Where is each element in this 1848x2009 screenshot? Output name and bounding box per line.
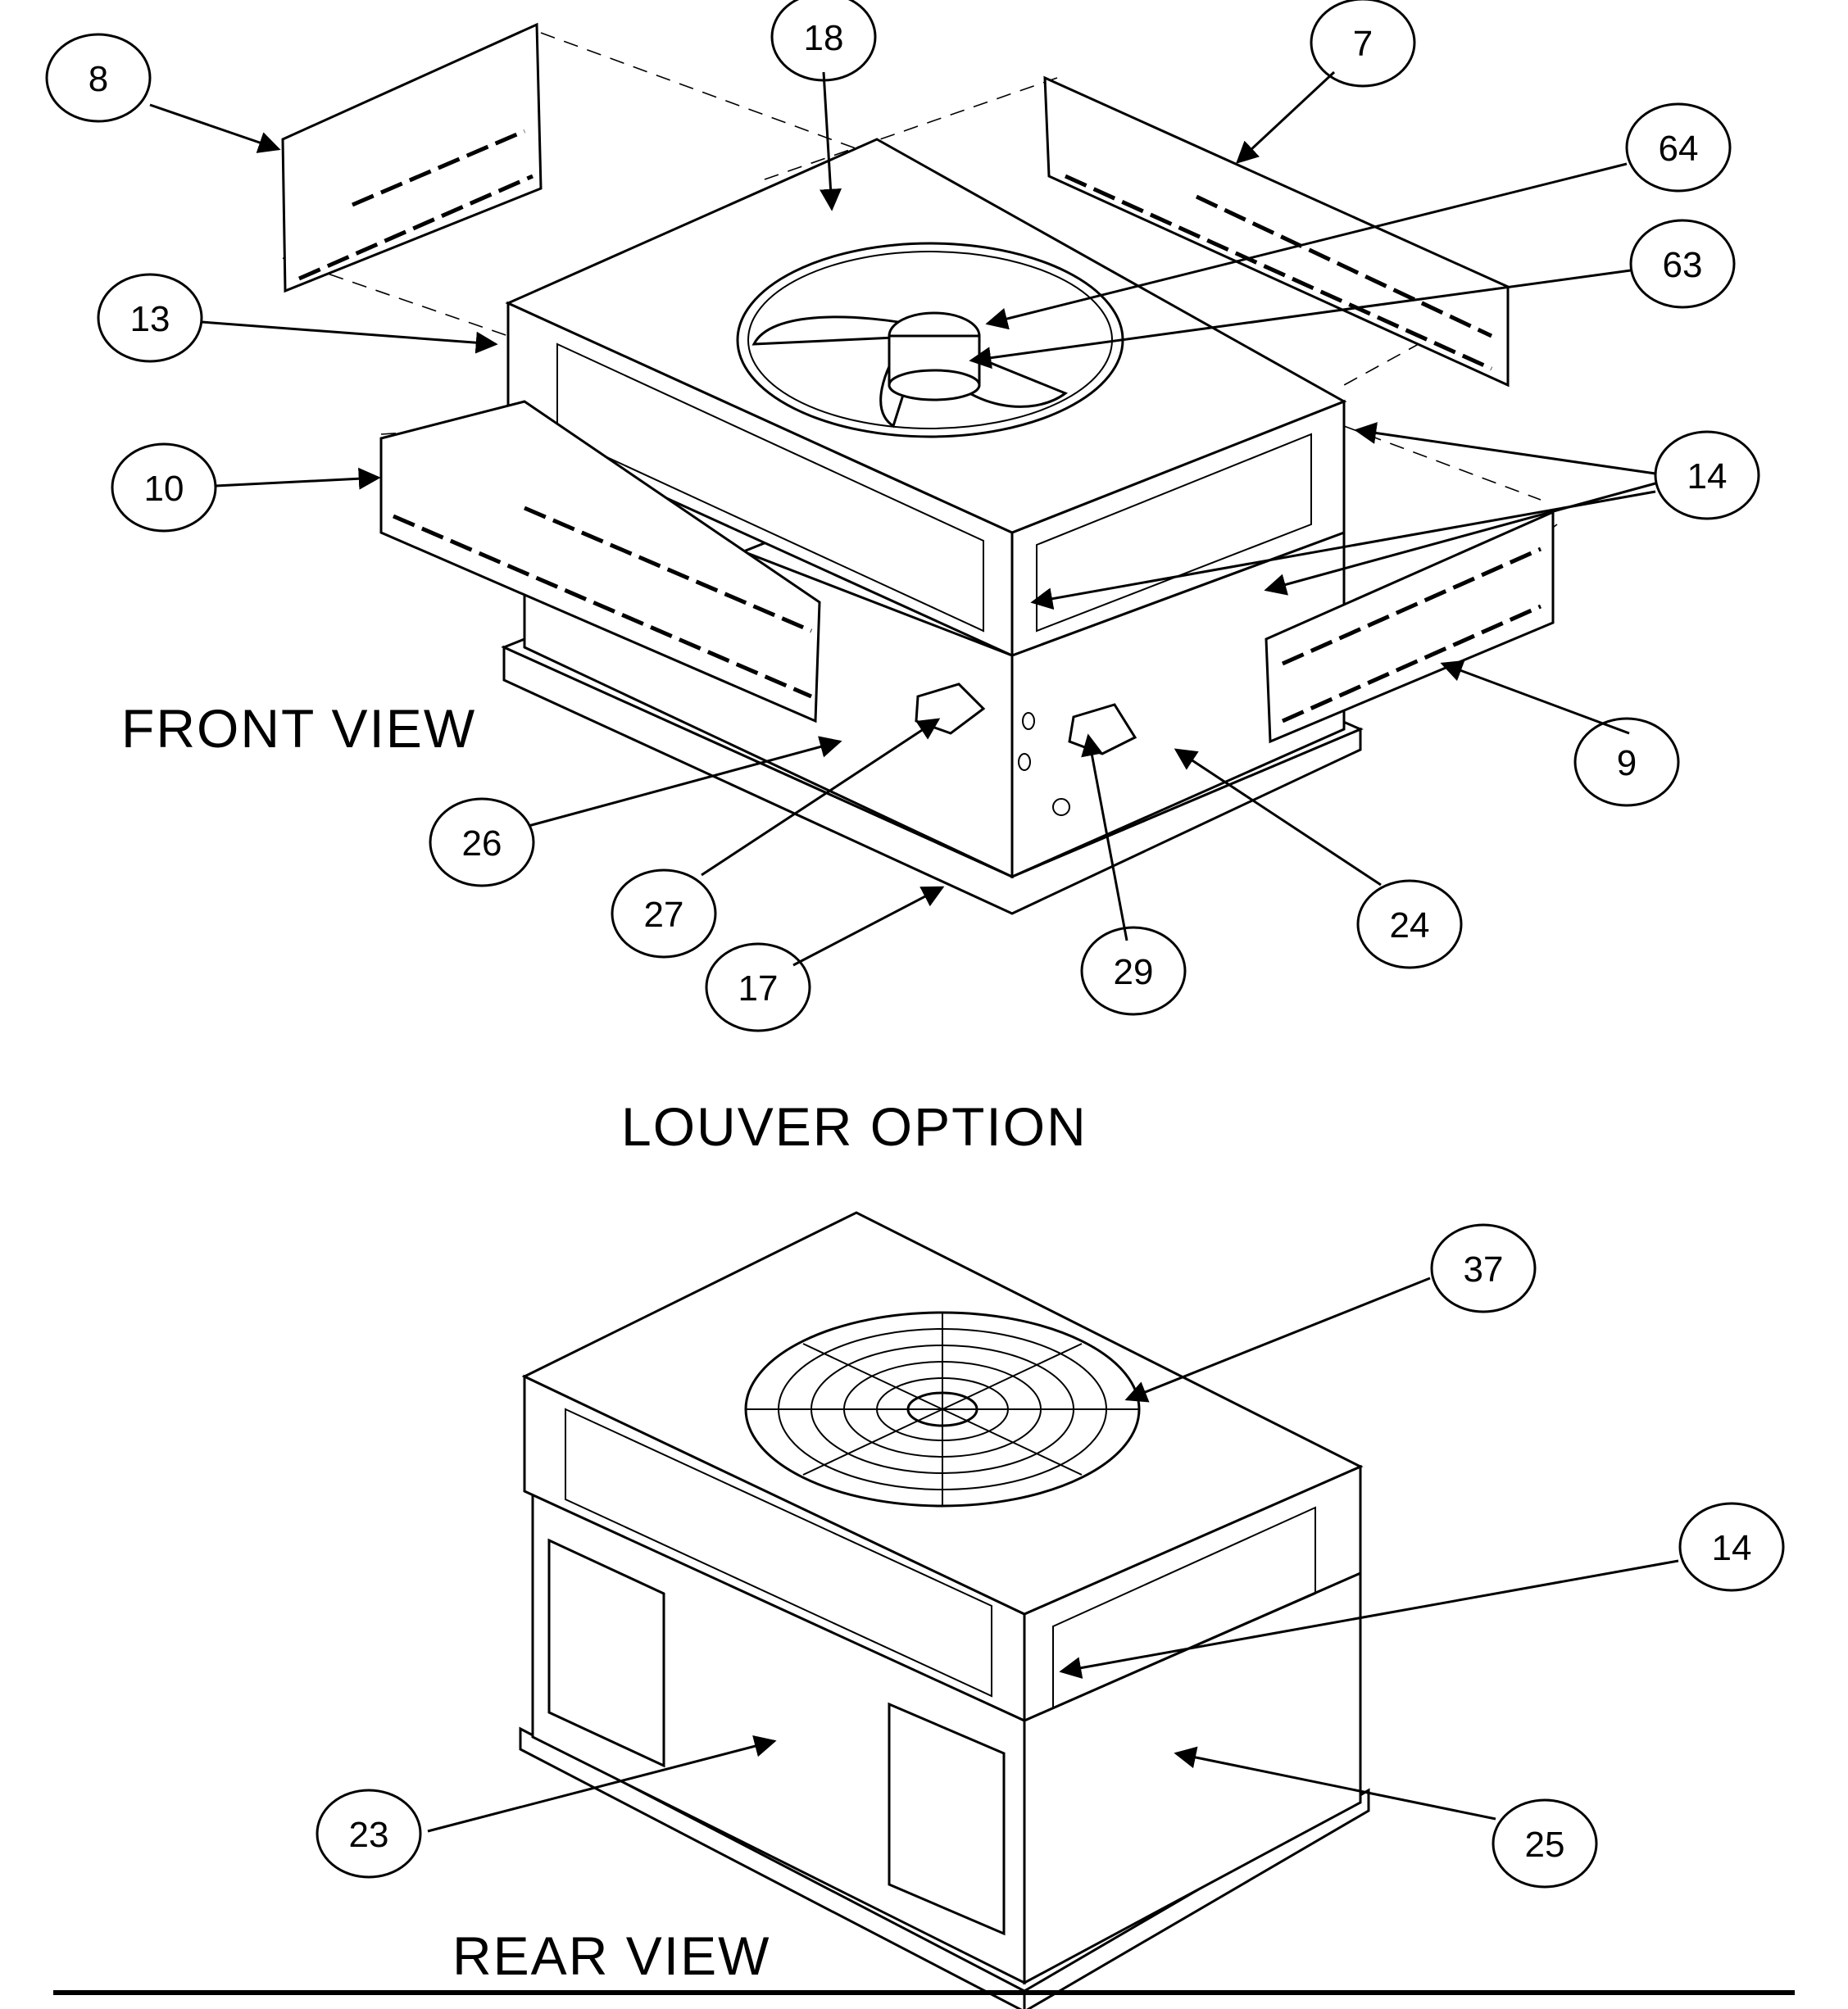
condenser-fan bbox=[736, 242, 1124, 438]
callout-leaders bbox=[149, 70, 1679, 1833]
callout-label: 18 bbox=[804, 18, 844, 58]
callout-24: 24 bbox=[1356, 879, 1463, 969]
plug-27 bbox=[915, 683, 986, 735]
callout-37: 37 bbox=[1430, 1223, 1537, 1313]
callout-14-top: 14 bbox=[1654, 430, 1760, 520]
panel-10 bbox=[379, 400, 821, 723]
plug-29 bbox=[1068, 703, 1137, 755]
callout-label: 17 bbox=[738, 968, 779, 1009]
panel-7 bbox=[1043, 75, 1510, 388]
callout-label: 24 bbox=[1390, 905, 1430, 946]
callout-label: 23 bbox=[349, 1815, 389, 1855]
callout-27: 27 bbox=[611, 868, 717, 959]
callout-label: 64 bbox=[1659, 129, 1699, 169]
rear-view-title: REAR VIEW bbox=[452, 1925, 770, 1986]
callout-label: 63 bbox=[1663, 245, 1703, 285]
rear-view-unit bbox=[519, 1211, 1370, 2009]
hole bbox=[1018, 753, 1031, 771]
hole bbox=[1052, 798, 1070, 816]
callout-25: 25 bbox=[1492, 1798, 1598, 1889]
callout-label: 13 bbox=[130, 299, 170, 339]
callout-label: 9 bbox=[1617, 743, 1637, 783]
callout-label: 8 bbox=[89, 59, 108, 99]
callout-label: 37 bbox=[1464, 1249, 1504, 1290]
callout-label: 29 bbox=[1114, 952, 1154, 992]
callout-64: 64 bbox=[1625, 102, 1732, 193]
callout-label: 10 bbox=[144, 469, 184, 509]
panel-8 bbox=[281, 22, 543, 293]
callout-23: 23 bbox=[316, 1789, 422, 1879]
callout-10: 10 bbox=[111, 442, 217, 533]
callout-17: 17 bbox=[705, 942, 811, 1032]
callout-label: 7 bbox=[1353, 24, 1373, 64]
callout-63: 63 bbox=[1629, 219, 1736, 309]
callout-26: 26 bbox=[429, 797, 535, 887]
callout-label: 25 bbox=[1525, 1825, 1565, 1865]
hole bbox=[1022, 712, 1035, 730]
panel-9 bbox=[1265, 510, 1555, 744]
front-view-unit bbox=[281, 22, 1558, 915]
callout-13: 13 bbox=[97, 273, 203, 363]
callout-18: 18 bbox=[770, 0, 877, 82]
callout-label: 26 bbox=[462, 823, 502, 864]
callout-label: 14 bbox=[1712, 1528, 1752, 1568]
callout-8: 8 bbox=[45, 33, 152, 123]
fan-guard bbox=[744, 1311, 1141, 1508]
callout-9: 9 bbox=[1573, 717, 1680, 807]
callout-29: 29 bbox=[1080, 926, 1187, 1016]
front-view-title: FRONT VIEW bbox=[121, 698, 476, 759]
callout-7: 7 bbox=[1310, 0, 1416, 88]
callout-label: 14 bbox=[1687, 456, 1728, 497]
louver-option-title: LOUVER OPTION bbox=[621, 1096, 1087, 1157]
callout-14-rear: 14 bbox=[1678, 1502, 1785, 1592]
callout-label: 27 bbox=[644, 895, 684, 935]
